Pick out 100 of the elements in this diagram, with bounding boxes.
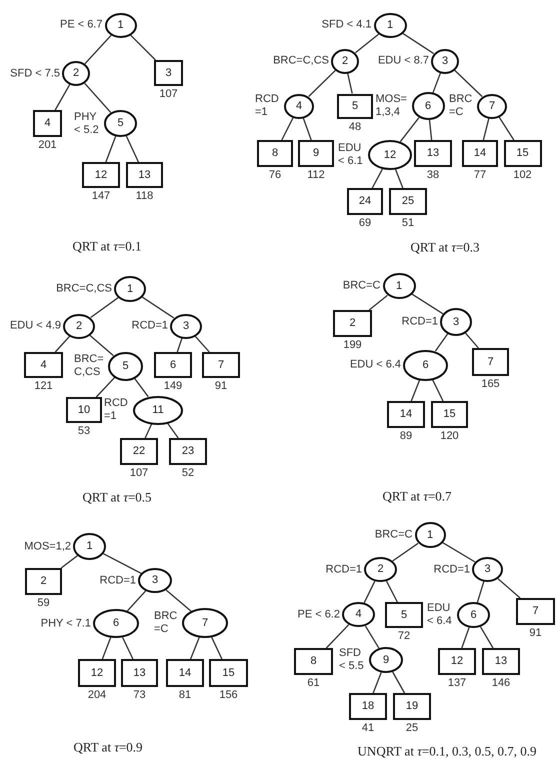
leaf-node-box [347,188,383,215]
branch-line [90,297,118,318]
node-number: 5 [117,118,124,129]
split-node-circle [431,48,459,74]
node-number: 22 [132,446,146,457]
node-number: 2 [342,56,348,66]
sample-count: 118 [136,190,154,204]
node-number: 23 [182,446,194,457]
branch-line [54,84,70,110]
branch-line [392,542,418,562]
branch-line [130,34,156,60]
split-condition: EDU < 8.7 [378,54,429,68]
split-condition: EDU < 6.4 [427,602,453,628]
node-number: 1 [426,530,434,540]
sample-count: 146 [492,677,510,690]
branch-line [372,168,383,188]
branch-line [54,336,70,352]
branch-line [126,136,139,162]
leaf-node-box [438,648,476,675]
node-number: 14 [474,148,486,159]
leaf-node-box [78,659,116,687]
leaf-node-box [298,140,334,167]
node-number: 2 [76,320,82,332]
node-number: 19 [406,701,418,712]
node-number: 15 [516,148,529,159]
sample-count: 107 [130,467,148,480]
node-number: 15 [443,409,456,420]
branch-line [432,72,442,93]
split-node-circle [472,557,503,582]
leaf-node-box [472,348,509,376]
node-number: 7 [202,618,208,628]
leaf-node-box [202,352,240,378]
node-number: 25 [402,196,414,207]
node-number: 1 [396,280,402,292]
leaf-node-box [504,140,542,167]
node-number: 3 [165,68,172,78]
split-condition: BRC= C,CS [74,352,105,380]
sample-count: 59 [37,597,50,610]
split-node-circle [364,557,397,582]
node-number: 1 [117,20,124,30]
leaf-node-box [126,162,163,188]
leaf-node-box [333,310,372,337]
node-number: 7 [487,356,494,368]
node-number: 11 [152,404,164,416]
branch-line [410,380,420,402]
sample-count: 51 [402,217,414,230]
sample-count: 137 [448,677,466,690]
node-number: 3 [484,564,491,575]
split-node-circle [331,48,359,74]
leaf-node-box [257,140,293,167]
tree-caption: QRT at τ=0.1 [72,240,142,254]
split-condition: RCD=1 [326,562,362,576]
branch-line [96,376,116,398]
sample-count: 48 [348,120,362,134]
sample-count: 165 [481,378,500,392]
split-condition: BRC =C [449,92,474,120]
leaf-node-box [349,693,387,720]
node-number: 3 [182,320,190,332]
leaf-node-box [166,659,204,687]
branch-line [105,136,116,162]
split-node-ellipse [138,568,172,593]
branch-line [144,424,152,438]
node-number: 9 [382,654,390,666]
split-condition: RCD =1 [255,92,280,120]
node-number: 14 [178,668,192,678]
leaf-node-box [462,140,498,167]
branch-line [281,117,294,140]
branch-line [194,336,210,352]
node-number: 12 [450,656,464,667]
node-number: 13 [426,148,440,159]
node-number: 6 [422,360,429,370]
branch-line [364,580,376,604]
split-condition: RCD =1 [104,396,129,424]
branch-line [134,378,149,398]
sample-count: 120 [440,430,459,444]
node-number: 2 [349,318,356,329]
branch-line [432,379,444,402]
node-number: 15 [222,668,235,678]
split-node-circle [104,12,136,38]
node-number: 8 [272,148,278,159]
leaf-node-box [431,401,468,428]
node-number: 18 [362,701,374,712]
node-number: 7 [488,100,496,112]
sample-count: 41 [362,722,374,736]
split-condition: RCD=1 [132,319,168,333]
sample-count: 201 [38,139,57,152]
split-condition: SFD < 4.1 [322,18,372,32]
leaf-node-box [120,438,158,465]
sample-count: 199 [343,339,362,352]
split-condition: BRC=C [374,528,412,542]
sample-count: 25 [406,722,418,736]
split-node-circle [284,94,314,118]
node-number: 5 [122,360,129,372]
node-number: 4 [40,360,47,370]
sample-count: 107 [159,88,178,102]
split-condition: MOS=1,2 [24,540,71,554]
branch-line [167,423,179,438]
branch-line [428,120,432,140]
branch-line [190,637,200,660]
node-number: 12 [90,668,104,678]
